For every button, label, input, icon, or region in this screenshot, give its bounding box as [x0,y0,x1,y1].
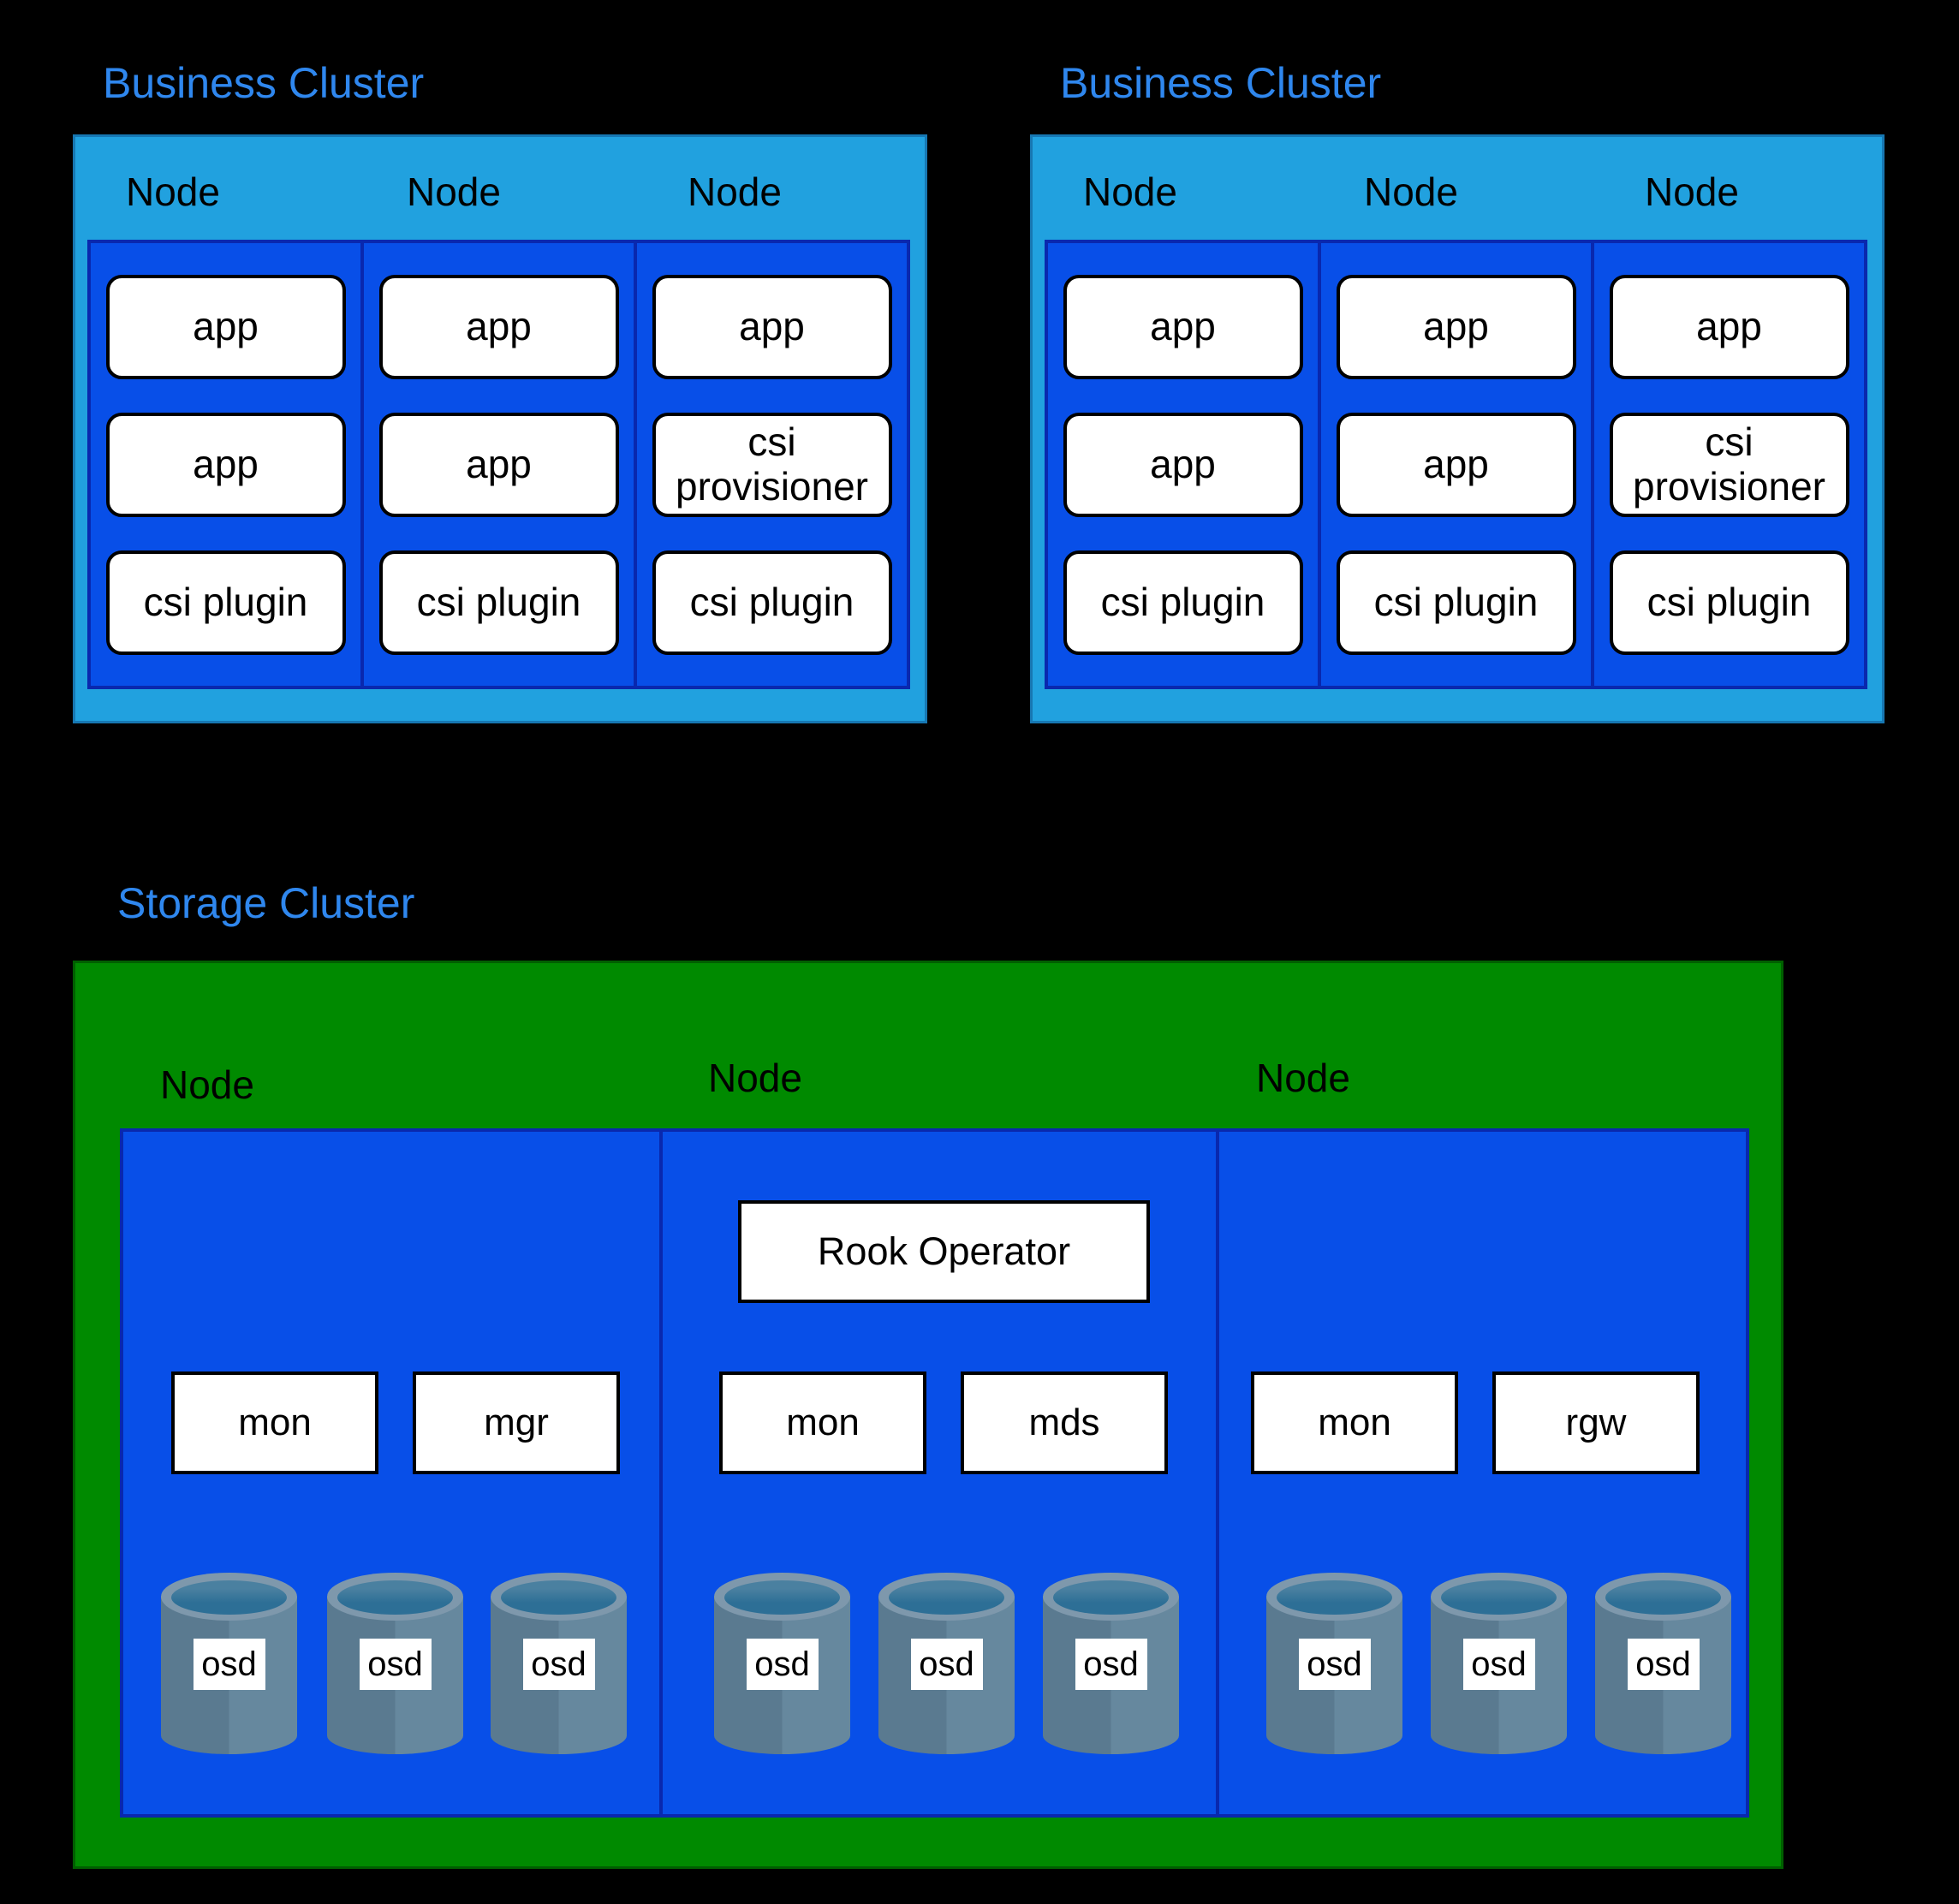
service-box-mon: mon [1251,1371,1458,1474]
pod-box-app: app [105,413,346,517]
osd-cylinder-icon: osd [878,1573,1015,1754]
node-label: Node [126,170,220,214]
cylinder-opening [171,1580,287,1615]
osd-cylinder-icon: osd [1266,1573,1402,1754]
cylinder-opening [337,1580,453,1615]
osd-label: osd [1462,1639,1535,1690]
node-column: app csi provisioner csi plugin [1591,243,1864,686]
pod-box-csi-provisioner: csi provisioner [1609,413,1849,517]
rook-operator-box: Rook Operator [738,1200,1150,1303]
node-column: app app csi plugin [1318,243,1591,686]
storage-cluster: Node Node Node Rook Operator mon mgr mon… [73,961,1783,1869]
pod-box-app: app [1063,413,1303,517]
osd-cylinder-icon: osd [161,1573,297,1754]
node-column: app app csi plugin [360,243,634,686]
osd-label: osd [359,1639,432,1690]
pod-box-app: app [1609,275,1849,379]
pod-box-app: app [652,275,892,379]
osd-label: osd [1627,1639,1700,1690]
cylinder-opening [724,1580,840,1615]
service-box-mds: mds [961,1371,1168,1474]
business-cluster-1-nodes: app app csi plugin app app csi plugin ap… [87,240,910,689]
storage-nodes-area: Rook Operator mon mgr mon mds mon rgw os… [120,1128,1749,1818]
node-label: Node [1256,1056,1350,1100]
node-label: Node [407,170,501,214]
osd-cylinder-icon: osd [491,1573,627,1754]
osd-cylinder-icon: osd [1043,1573,1179,1754]
pod-box-app: app [378,275,619,379]
node-divider [1216,1132,1219,1814]
node-column: app app csi plugin [91,243,360,686]
cylinder-opening [501,1580,616,1615]
pod-box-csi-plugin: csi plugin [105,550,346,655]
business-cluster-2-title: Business Cluster [1060,59,1382,107]
connector-business2-storage [940,716,1480,967]
cylinder-opening [1053,1580,1169,1615]
pod-box-csi-plugin: csi plugin [378,550,619,655]
connector-business1-storage [499,716,944,967]
business-cluster-2: Node Node Node app app csi plugin app ap… [1030,134,1885,723]
pod-box-app: app [1336,275,1576,379]
node-column: app app csi plugin [1048,243,1318,686]
cylinder-opening [1605,1580,1721,1615]
service-box-rgw: rgw [1492,1371,1700,1474]
cylinder-opening [889,1580,1004,1615]
business-cluster-2-nodes: app app csi plugin app app csi plugin ap… [1045,240,1867,689]
pod-box-csi-plugin: csi plugin [1336,550,1576,655]
pod-box-csi-provisioner: csi provisioner [652,413,892,517]
pod-box-csi-plugin: csi plugin [1063,550,1303,655]
osd-cylinder-icon: osd [1595,1573,1731,1754]
pod-box-app: app [1063,275,1303,379]
node-column: app csi provisioner csi plugin [634,243,907,686]
pod-box-csi-plugin: csi plugin [652,550,892,655]
node-divider [659,1132,663,1814]
node-label: Node [1083,170,1177,214]
pod-box-csi-plugin: csi plugin [1609,550,1849,655]
service-box-mon: mon [171,1371,378,1474]
pod-box-app: app [1336,413,1576,517]
osd-label: osd [1298,1639,1371,1690]
business-cluster-1: Node Node Node app app csi plugin app ap… [73,134,927,723]
cylinder-opening [1441,1580,1557,1615]
osd-cylinder-icon: osd [1431,1573,1567,1754]
osd-cylinder-icon: osd [327,1573,463,1754]
business-cluster-1-title: Business Cluster [103,59,425,107]
node-label: Node [688,170,782,214]
osd-label: osd [910,1639,983,1690]
osd-label: osd [746,1639,819,1690]
service-box-mgr: mgr [413,1371,620,1474]
pod-box-app: app [105,275,346,379]
osd-label: osd [1075,1639,1147,1690]
node-label: Node [1645,170,1739,214]
osd-cylinder-icon: osd [714,1573,850,1754]
osd-label: osd [522,1639,595,1690]
node-label: Node [1364,170,1458,214]
pod-box-app: app [378,413,619,517]
node-label: Node [160,1062,254,1107]
node-label: Node [708,1056,802,1100]
osd-label: osd [193,1639,265,1690]
cylinder-opening [1277,1580,1392,1615]
storage-cluster-title: Storage Cluster [117,879,415,927]
service-box-mon: mon [719,1371,926,1474]
